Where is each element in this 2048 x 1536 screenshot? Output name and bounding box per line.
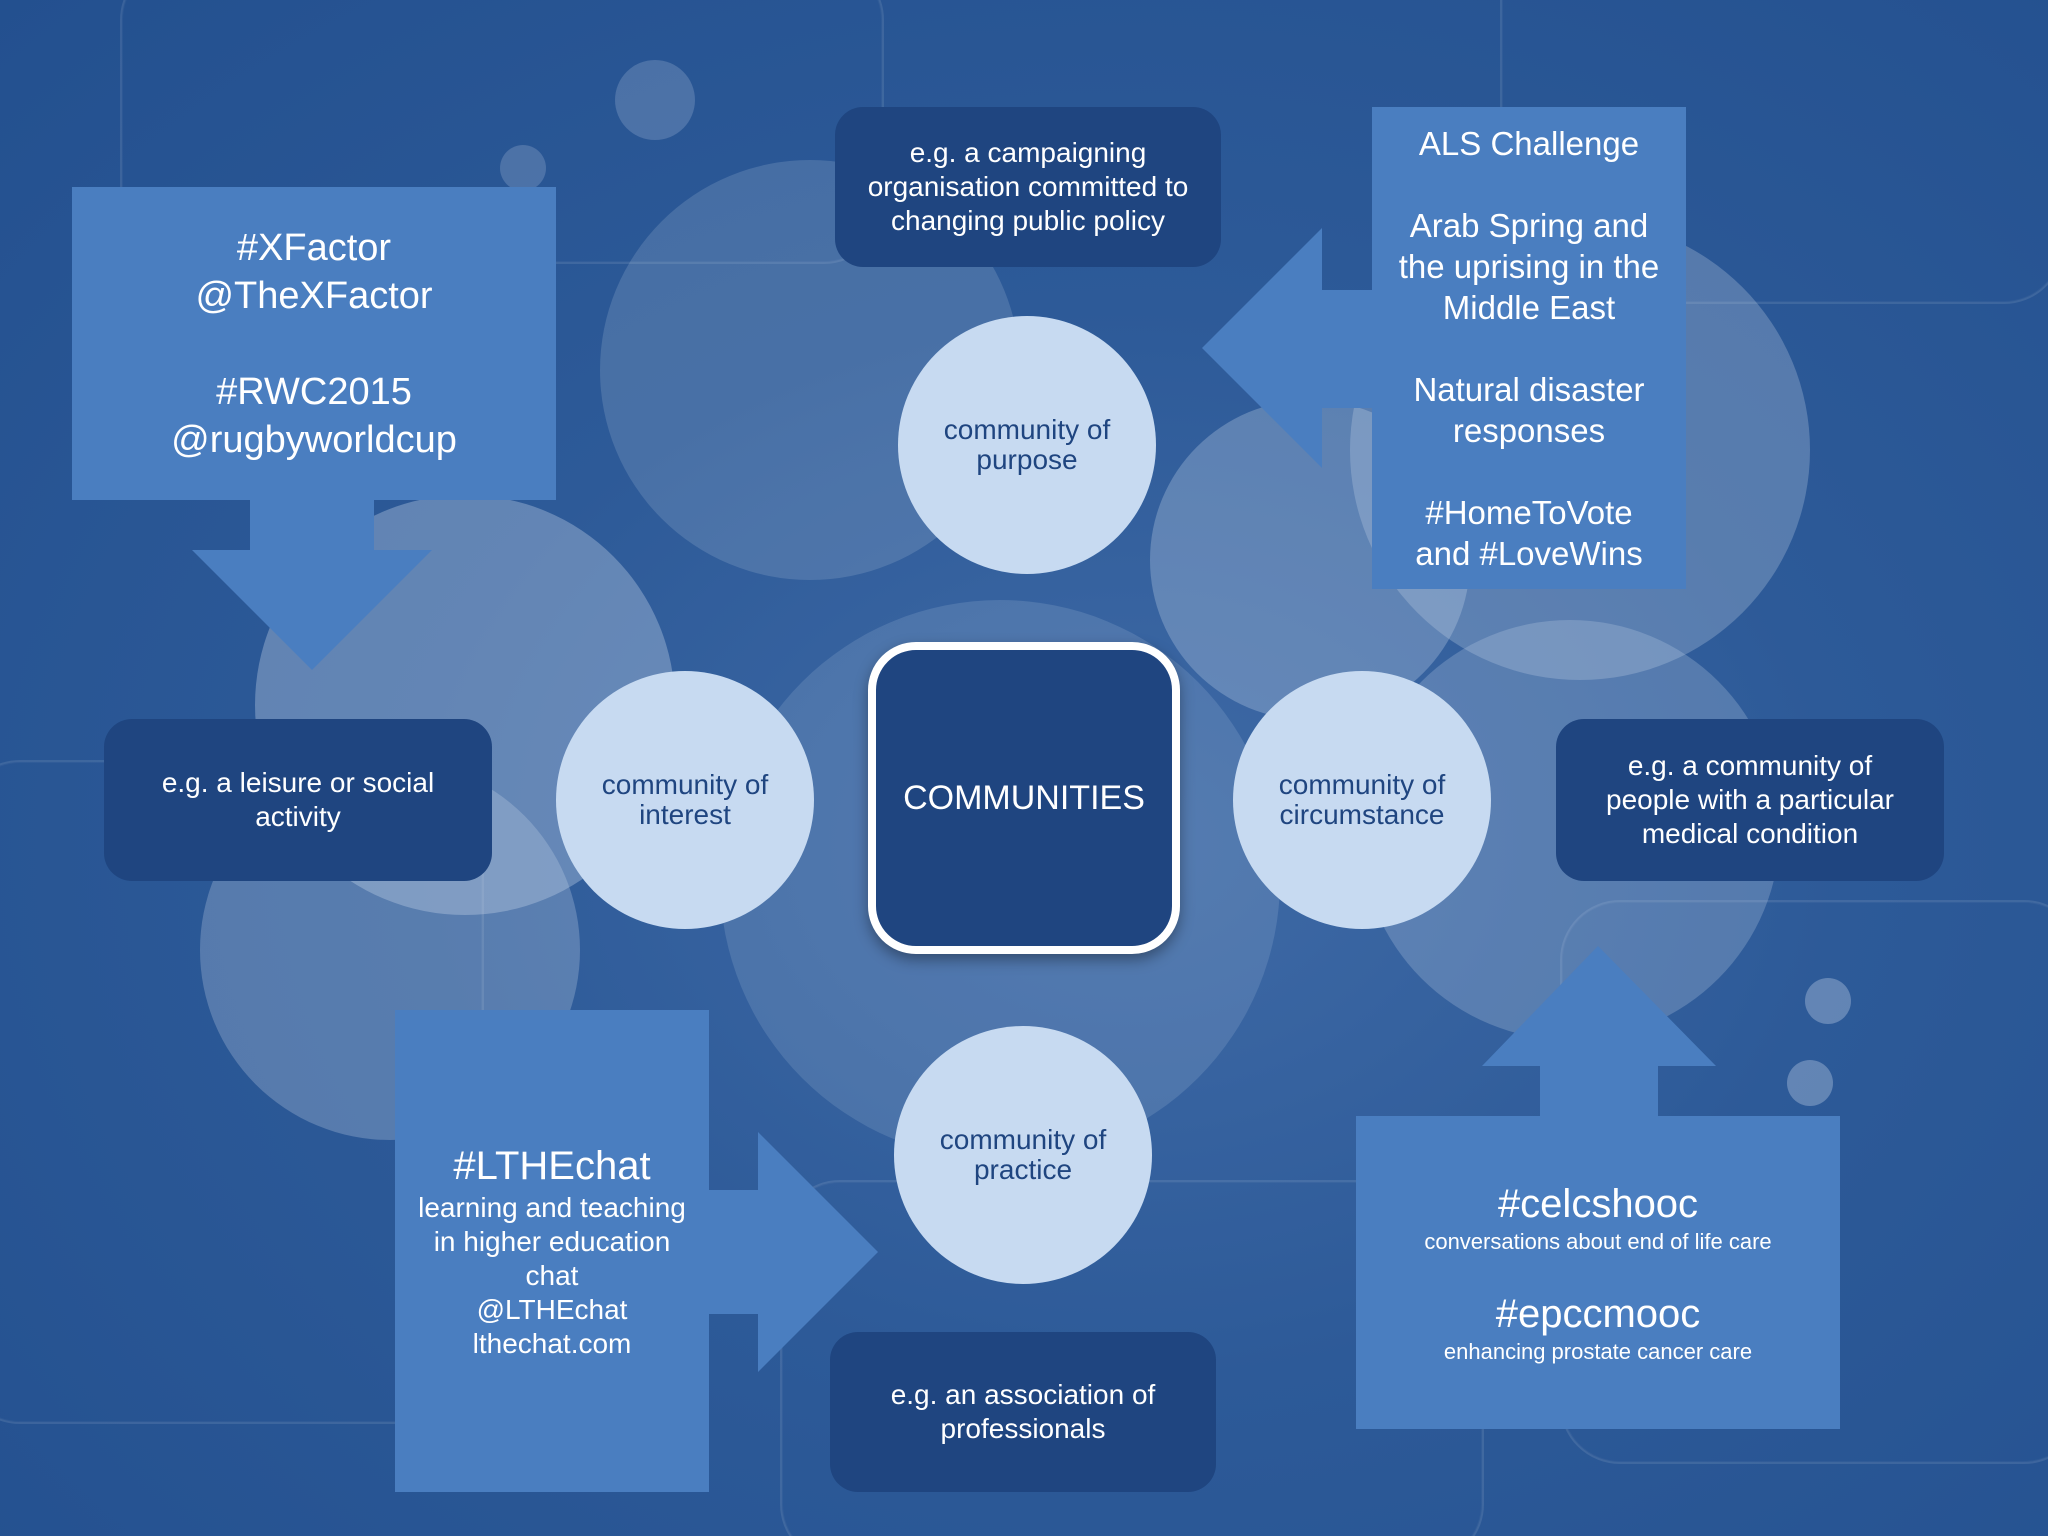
- callout-text: conversations about end of life care: [1424, 1228, 1772, 1254]
- circle-label: community of: [601, 769, 769, 800]
- background-dot: [615, 60, 695, 140]
- circle-community-of-circumstance: community of circumstance: [1233, 671, 1491, 929]
- callout-text: the uprising in the: [1398, 247, 1660, 285]
- callout-hashtag: #celcshooc: [1497, 1181, 1699, 1226]
- center-label: COMMUNITIES: [903, 778, 1145, 817]
- circumstance-examples-callout: #celcshooc conversations about end of li…: [1356, 1116, 1840, 1429]
- circle-label: community of: [1278, 769, 1446, 800]
- circle-label: community of: [943, 414, 1111, 445]
- callout-text: Middle East: [1442, 288, 1616, 326]
- circle-label: interest: [639, 799, 731, 830]
- callout-text: ALS Challenge: [1418, 124, 1640, 162]
- practice-example-box: e.g. an association of professionals: [830, 1332, 1216, 1492]
- example-text: people with a particular: [1606, 784, 1894, 815]
- callout-text: and #LoveWins: [1415, 534, 1643, 572]
- example-text: organisation committed to: [867, 171, 1189, 202]
- circle-community-of-practice: community of practice: [894, 1026, 1152, 1284]
- callout-text: #RWC2015: [216, 370, 412, 413]
- circumstance-example-box: e.g. a community of people with a partic…: [1556, 719, 1944, 881]
- circle-label: community of: [939, 1124, 1107, 1155]
- callout-text: in higher education: [433, 1226, 671, 1257]
- circle-community-of-purpose: community of purpose: [898, 316, 1156, 574]
- example-text: changing public policy: [891, 205, 1165, 236]
- callout-text: Natural disaster: [1413, 370, 1645, 408]
- example-text: professionals: [940, 1413, 1106, 1444]
- example-text: medical condition: [1641, 818, 1859, 849]
- example-text: e.g. a leisure or social: [161, 767, 435, 798]
- callout-text: @LTHEchat: [476, 1294, 628, 1325]
- callout-text: enhancing prostate cancer care: [1443, 1338, 1753, 1364]
- callout-text: chat: [525, 1260, 579, 1291]
- callout-hashtag: #LTHEchat: [453, 1144, 651, 1188]
- example-text: e.g. a campaigning: [909, 137, 1147, 168]
- callout-text: #HomeToVote: [1425, 493, 1633, 531]
- circle-label: circumstance: [1279, 799, 1445, 830]
- practice-examples-callout: #LTHEchat learning and teaching in highe…: [395, 1010, 709, 1492]
- callout-text: #XFactor: [236, 226, 392, 269]
- purpose-example-box: e.g. a campaigning organisation committe…: [835, 107, 1221, 267]
- callout-text: Arab Spring and: [1409, 206, 1649, 244]
- center-communities-box: COMMUNITIES: [868, 642, 1180, 954]
- example-text: e.g. a community of: [1627, 750, 1873, 781]
- interest-examples-callout: #XFactor @TheXFactor #RWC2015 @rugbyworl…: [72, 187, 556, 500]
- arrow-down-to-interest: [192, 500, 432, 670]
- background-dot: [1805, 978, 1851, 1024]
- callout-text: @TheXFactor: [195, 274, 433, 317]
- callout-text: lthechat.com: [472, 1328, 632, 1359]
- callout-hashtag: #epccmooc: [1495, 1291, 1701, 1336]
- background-dot: [1787, 1060, 1833, 1106]
- circle-label: purpose: [976, 444, 1078, 475]
- purpose-examples-callout: ALS Challenge Arab Spring and the uprisi…: [1372, 107, 1686, 589]
- circle-label: practice: [973, 1154, 1073, 1185]
- callout-text: learning and teaching: [418, 1192, 686, 1223]
- example-text: activity: [255, 801, 341, 832]
- example-text: e.g. an association of: [890, 1379, 1156, 1410]
- arrow-left-to-purpose: [1202, 228, 1372, 468]
- callout-text: responses: [1452, 411, 1606, 449]
- callout-text: @rugbyworldcup: [171, 418, 457, 461]
- circle-community-of-interest: community of interest: [556, 671, 814, 929]
- arrow-up-to-circumstance: [1482, 946, 1716, 1116]
- arrow-right-to-practice: [708, 1132, 878, 1372]
- background-dot: [500, 145, 546, 191]
- interest-example-box: e.g. a leisure or social activity: [104, 719, 492, 881]
